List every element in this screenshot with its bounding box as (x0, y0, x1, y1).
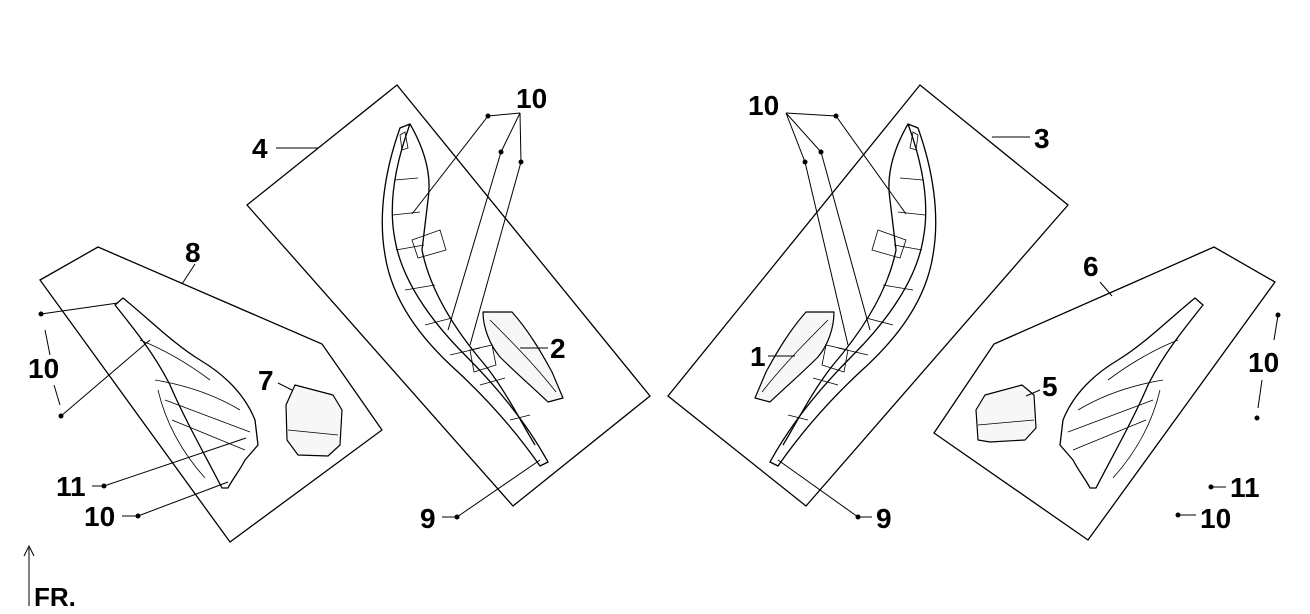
callout-11-right: 11 (1230, 472, 1260, 503)
side-cover-right-part-3 (769, 123, 937, 467)
group-frame-3 (667, 84, 1069, 507)
lamp-housing-right-part-6 (1059, 297, 1204, 489)
callout-10-right-side: 10 (1248, 347, 1279, 378)
lens-part-1 (754, 311, 835, 403)
callout-2: 2 (550, 333, 566, 364)
callout-10-top-right: 10 (748, 90, 779, 121)
screw-markers (38, 113, 1281, 520)
callout-4: 4 (252, 133, 268, 164)
front-orientation-label: FR. (34, 582, 76, 612)
callout-9-left: 9 (420, 503, 436, 534)
callout-5: 5 (1042, 371, 1058, 402)
group-frame-8 (39, 246, 383, 543)
callout-8: 8 (185, 237, 201, 268)
group-frame-6 (933, 246, 1276, 541)
lens-part-7 (285, 384, 343, 457)
side-cover-left-part-4 (381, 123, 549, 467)
callout-10-bottom-left: 10 (84, 501, 115, 532)
lens-part-5 (975, 384, 1037, 443)
callout-10-bottom-right: 10 (1200, 503, 1231, 534)
lamp-housing-left-part-8 (114, 297, 259, 489)
callout-3: 3 (1034, 123, 1050, 154)
callout-6: 6 (1083, 251, 1099, 282)
callout-10-top-left: 10 (516, 83, 547, 114)
lens-part-2 (482, 311, 564, 403)
callout-10-left-side: 10 (28, 353, 59, 384)
callout-1: 1 (750, 341, 766, 372)
group-frame-4 (246, 84, 651, 507)
callout-9-right: 9 (876, 503, 892, 534)
leader-lines (23, 112, 1279, 606)
callout-7: 7 (258, 365, 274, 396)
callout-11-left: 11 (56, 471, 86, 502)
